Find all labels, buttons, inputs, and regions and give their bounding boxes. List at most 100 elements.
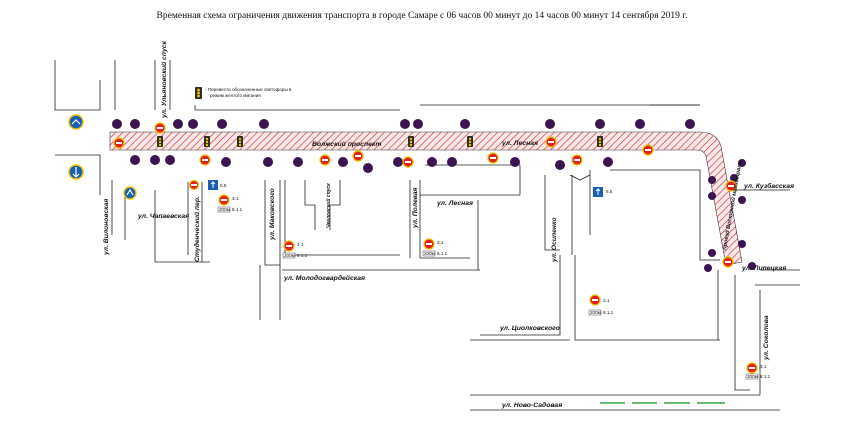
sign-code: 5.5 bbox=[606, 189, 613, 194]
restriction-sign-icon bbox=[112, 119, 122, 129]
distance-plate: 200м bbox=[424, 251, 435, 256]
restriction-signs bbox=[112, 119, 756, 272]
no-entry-icon bbox=[402, 156, 414, 168]
restriction-sign-icon bbox=[730, 174, 738, 182]
one-way-sign-icon bbox=[593, 187, 603, 197]
street-outlines bbox=[54, 60, 800, 411]
arrow-sign-icon bbox=[123, 186, 137, 200]
traffic-light-icon bbox=[467, 136, 473, 147]
no-entry-icon bbox=[642, 144, 654, 156]
no-entry-icon bbox=[722, 256, 734, 268]
restriction-sign-icon bbox=[704, 264, 712, 272]
arrow-sign-icon bbox=[68, 114, 84, 130]
traffic-light-icon bbox=[157, 136, 163, 147]
sign-code: 3.1 bbox=[437, 240, 444, 245]
restriction-sign-icon bbox=[603, 157, 613, 167]
sign-code: 3.1 bbox=[297, 242, 304, 247]
street-label-osipenko: ул. Осипенко bbox=[551, 217, 558, 263]
street-label-studencheskiy: Студенческий пер. bbox=[193, 196, 201, 262]
street-label-volzhsky: Волжский проспект bbox=[312, 140, 381, 148]
restriction-sign-icon bbox=[708, 192, 716, 200]
restriction-sign-icon bbox=[708, 176, 716, 184]
detour-notice: 3.1 200м 8.1.1 bbox=[422, 238, 448, 257]
restriction-sign-icon bbox=[510, 157, 520, 167]
street-label-makovskogo: ул. Маковского bbox=[269, 188, 276, 241]
street-label-novo-sadovaya: ул. Ново-Садовая bbox=[501, 401, 562, 409]
no-entry-icon bbox=[725, 180, 737, 192]
no-entry-icon bbox=[352, 150, 364, 162]
street-labels: ул. Ульяновский спуск Волжский проспект … bbox=[103, 41, 794, 409]
no-entry-icon bbox=[113, 137, 125, 149]
no-entry-icon bbox=[154, 122, 166, 134]
restriction-sign-icon bbox=[363, 163, 373, 173]
sign-code: 5.5 bbox=[220, 183, 227, 188]
traffic-light-icon bbox=[237, 136, 243, 147]
street-label-chkalovsky: Чкаловский спуск bbox=[325, 183, 332, 228]
restriction-sign-icon bbox=[263, 157, 273, 167]
street-label-lipetskaya: ул. Липецкая bbox=[741, 265, 786, 272]
direction-signs: 5.5 5.5 bbox=[68, 114, 613, 200]
street-label-lesnaya-top: ул. Лесная bbox=[501, 140, 538, 147]
restriction-sign-icon bbox=[173, 119, 183, 129]
street-label-chapaevskaya: ул. Чапаевская bbox=[137, 213, 189, 220]
no-entry-icon bbox=[188, 179, 200, 191]
restriction-sign-icon bbox=[413, 119, 423, 129]
restriction-sign-icon bbox=[748, 262, 756, 270]
plate-code: 8.1.1 bbox=[603, 310, 614, 315]
restriction-sign-icon bbox=[221, 157, 231, 167]
distance-plate: 200м bbox=[284, 253, 295, 258]
street-label-vilonovskaya: ул. Вилоновская bbox=[103, 199, 110, 256]
no-entry-signs bbox=[113, 122, 737, 268]
traffic-light-icon bbox=[408, 136, 414, 147]
restriction-sign-icon bbox=[338, 157, 348, 167]
restriction-sign-icon bbox=[685, 119, 695, 129]
sign-code: 3.1 bbox=[232, 196, 239, 201]
no-entry-icon bbox=[545, 136, 557, 148]
restriction-sign-icon bbox=[595, 119, 605, 129]
restriction-sign-icon bbox=[188, 119, 198, 129]
distance-plate: 200м bbox=[219, 207, 230, 212]
restriction-sign-icon bbox=[393, 157, 403, 167]
distance-plate: 200м bbox=[747, 374, 758, 379]
plate-code: 8.1.1 bbox=[760, 374, 771, 379]
scheme-title: Временная схема ограничения движения тра… bbox=[157, 10, 688, 21]
detour-notice: 3.1 200м 8.1.1 bbox=[282, 240, 308, 259]
no-entry-icon bbox=[319, 154, 331, 166]
restriction-sign-icon bbox=[738, 159, 746, 167]
plate-code: 8.1.1 bbox=[232, 207, 243, 212]
distance-plate: 200м bbox=[590, 310, 601, 315]
restriction-sign-icon bbox=[460, 119, 470, 129]
restriction-sign-icon bbox=[150, 155, 160, 165]
restriction-sign-icon bbox=[447, 157, 457, 167]
restriction-sign-icon bbox=[738, 196, 746, 204]
detour-notice: 3.1 200м 8.1.1 bbox=[588, 294, 614, 316]
restriction-sign-icon bbox=[738, 240, 746, 248]
street-label-tsiolkovskogo: ул. Циолковского bbox=[499, 325, 560, 332]
restriction-sign-icon bbox=[427, 157, 437, 167]
traffic-lights bbox=[157, 136, 603, 147]
no-entry-icon bbox=[199, 154, 211, 166]
no-entry-icon bbox=[487, 152, 499, 164]
legend-text-1: - Перевести обозначенные светофоры в bbox=[205, 87, 292, 92]
restriction-sign-icon bbox=[165, 155, 175, 165]
one-way-sign-icon bbox=[208, 180, 218, 190]
detour-notice: 3.1 200м 8.1.1 bbox=[217, 194, 243, 213]
sign-code: 3.1 bbox=[760, 364, 767, 369]
restriction-sign-icon bbox=[130, 155, 140, 165]
restriction-sign-icon bbox=[293, 157, 303, 167]
plate-code: 8.1.1 bbox=[437, 251, 448, 256]
no-entry-icon bbox=[571, 154, 583, 166]
restriction-sign-icon bbox=[708, 249, 716, 257]
detour-notice: 3.1 200м 8.1.1 bbox=[745, 362, 771, 380]
legend: - Перевести обозначенные светофоры в реж… bbox=[195, 87, 292, 99]
restriction-sign-icon bbox=[545, 119, 555, 129]
street-label-polevaya: ул. Полевая bbox=[412, 187, 419, 229]
arrow-sign-icon bbox=[68, 164, 84, 180]
street-label-lesnaya-mid: ул. Лесная bbox=[436, 200, 473, 207]
restriction-sign-icon bbox=[400, 119, 410, 129]
street-label-ulyanovsky: ул. Ульяновский спуск bbox=[160, 41, 168, 119]
restriction-sign-icon bbox=[259, 119, 269, 129]
restriction-sign-icon bbox=[217, 119, 227, 129]
sign-code: 3.1 bbox=[603, 298, 610, 303]
restriction-sign-icon bbox=[130, 119, 140, 129]
